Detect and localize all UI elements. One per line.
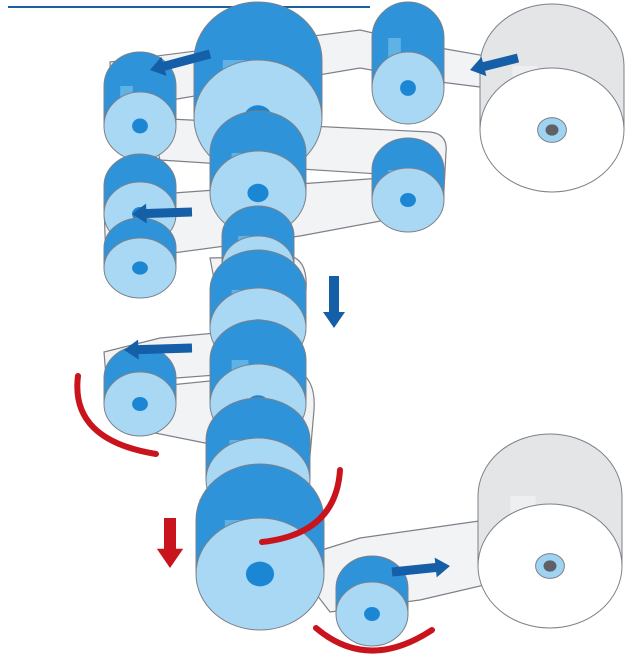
web-direction-arrow-icon-1 (150, 49, 212, 76)
web-direction-arrow-icon-5-shape (391, 557, 450, 578)
bottom-small-roller (335, 555, 409, 647)
bottom-right-reel (477, 433, 623, 629)
top-right-reel (479, 3, 625, 193)
left-roller-1-hub (132, 118, 148, 134)
direction-markers (74, 49, 520, 654)
top-rule-line (8, 6, 370, 8)
right-roller-2 (371, 137, 445, 233)
left-roller-4 (103, 345, 177, 437)
web-direction-arrow-icon-4-shape (124, 339, 193, 360)
web-direction-arrow-icon-2-shape (470, 53, 520, 77)
rotation-arc-icon-2 (259, 467, 343, 545)
web-direction-arrow-icon-1-shape (150, 49, 212, 76)
downward-arrow-icon-blue-shape (323, 276, 345, 328)
bottom-right-reel-hub (543, 560, 557, 572)
rotation-arc-icon-1 (74, 373, 159, 457)
rollers (103, 1, 625, 647)
main-bottom-roller (195, 463, 325, 631)
right-roller-2-hub (400, 192, 416, 208)
bottom-small-roller-hub (364, 606, 380, 622)
downward-arrow-icon-red (156, 518, 184, 568)
web-direction-arrow-icon-5 (391, 557, 450, 578)
web-direction-arrow-icon-3-shape (132, 203, 193, 224)
web-direction-arrow-icon-2 (470, 53, 520, 77)
top-small-roller (371, 1, 445, 125)
downward-arrow-icon-red-shape (156, 518, 184, 568)
center-roller-2-hub (247, 183, 269, 203)
rotation-arc-icon-3 (313, 625, 435, 654)
web-direction-arrow-icon-4 (124, 339, 193, 360)
left-roller-4-hub (132, 396, 148, 412)
main-bottom-roller-hub (245, 561, 275, 587)
left-roller-3 (103, 217, 177, 299)
web-direction-arrow-icon-3 (132, 203, 193, 224)
left-roller-3-hub (132, 261, 148, 275)
top-right-reel-hub (545, 124, 559, 136)
top-small-roller-hub (400, 80, 416, 96)
downward-arrow-icon-blue (323, 276, 345, 328)
